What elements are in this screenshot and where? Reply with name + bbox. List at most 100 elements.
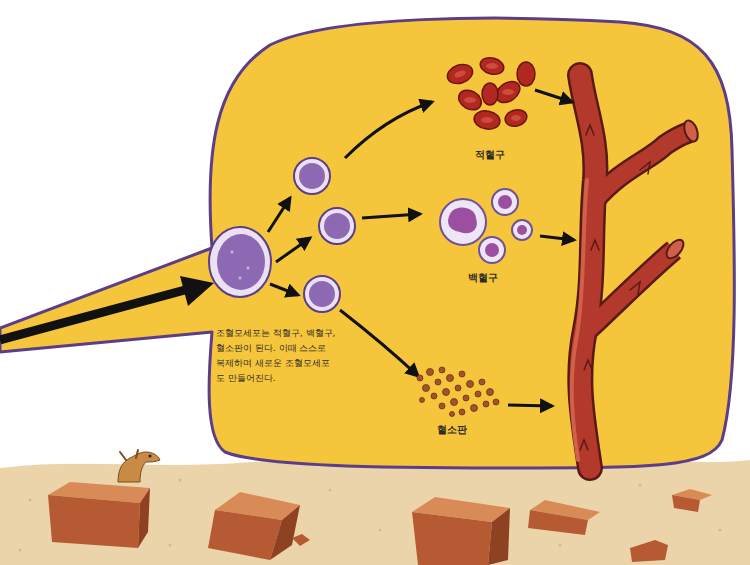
ground-part-part <box>179 479 182 482</box>
white-blood-cell-part <box>498 195 512 209</box>
cell-group: 혈소판 <box>404 362 500 436</box>
white-blood-cell-part <box>479 237 505 263</box>
brick-part <box>48 495 140 548</box>
platelet-part <box>451 399 458 406</box>
platelet-part <box>431 393 437 399</box>
brick-part <box>412 512 492 565</box>
platelet-part <box>443 389 450 396</box>
platelet-part <box>487 389 494 396</box>
speech-bubble: 조혈모세포는 적혈구, 백혈구, 혈소판이 된다. 이때 스스로 복제하며 새로… <box>0 0 750 475</box>
platelet-part <box>459 371 465 377</box>
red-blood-cell-part <box>455 86 485 114</box>
white-blood-cell-part <box>517 225 527 235</box>
speech-bubble-shape-part <box>0 290 185 340</box>
ground-part <box>19 479 722 552</box>
platelet <box>417 367 499 417</box>
cell-group: 적혈구 <box>442 55 538 161</box>
brick-part <box>208 510 282 560</box>
stem-cell-part <box>247 267 250 270</box>
platelet-part <box>475 391 481 397</box>
arrow-part <box>340 310 418 376</box>
progenitor-cell-part <box>324 213 350 239</box>
platelet-part <box>450 412 455 417</box>
arrow-part <box>276 238 310 262</box>
red-blood-cell-highlight-part <box>464 97 476 103</box>
red-blood-cell-part <box>482 83 498 105</box>
blood-vessel <box>572 75 701 468</box>
red-blood-cell-highlight-part <box>511 115 521 121</box>
stem-cell-part <box>217 234 265 290</box>
blood-vessel-part <box>682 119 701 144</box>
stem-cell-part <box>209 227 271 297</box>
speech-bubble-shape <box>0 18 734 468</box>
red-blood-cell-highlight-part <box>453 69 466 79</box>
cell-label: 백혈구 <box>468 271 498 284</box>
arrow-part <box>345 102 432 158</box>
platelet-part <box>463 395 469 401</box>
blood-vessel-part <box>663 237 686 262</box>
ground-part-part <box>719 529 722 532</box>
platelet-part <box>483 401 489 407</box>
ground-part-part <box>169 544 172 547</box>
platelet-part <box>427 369 434 376</box>
red-blood-cell-part <box>473 109 502 131</box>
arrow-part <box>540 236 574 240</box>
platelet-part <box>493 399 499 405</box>
platelet-part <box>435 379 441 385</box>
red-blood-cell-highlight-part <box>486 63 498 69</box>
white-blood-cell-part <box>448 208 477 234</box>
arrow-part <box>268 198 290 232</box>
ground-part-part <box>19 549 22 552</box>
brick-part <box>138 488 150 548</box>
stem-cell-part <box>239 277 242 280</box>
white-blood-cell-part <box>440 199 486 245</box>
ground-part-part <box>329 489 332 492</box>
progenitor-cell <box>294 158 355 312</box>
progenitor-cell-part <box>319 208 355 244</box>
cell-label: 적혈구 <box>475 148 505 161</box>
platelet-part <box>455 385 461 391</box>
brick-part <box>488 508 510 565</box>
white-blood-cell-part <box>492 189 518 215</box>
ground-part-part <box>559 544 562 547</box>
arrow-part <box>508 405 552 406</box>
progenitor-cell-part <box>294 158 330 194</box>
cell-group: 백혈구 <box>431 180 535 284</box>
note-text: 조혈모세포는 적혈구, 백혈구, 혈소판이 된다. 이때 스스로 복제하며 새로… <box>216 326 338 386</box>
arrow-part <box>270 284 298 295</box>
platelet-part <box>479 379 485 385</box>
platelet-part <box>439 367 445 373</box>
progenitor-cell-part <box>309 281 335 307</box>
brick <box>48 482 712 565</box>
arrow-part <box>362 214 420 218</box>
platelet-part <box>423 385 430 392</box>
ground-part-part <box>29 499 32 502</box>
blood-vessel-part <box>580 125 650 450</box>
platelet-part <box>447 375 454 382</box>
ground <box>0 460 750 565</box>
speech-bubble-shape-part <box>180 276 214 306</box>
blood-vessel-part <box>595 132 690 200</box>
platelet-part <box>471 405 478 412</box>
arrow-part <box>535 90 572 102</box>
platelet-part <box>417 375 423 381</box>
white-blood-cell-part <box>485 243 499 257</box>
platelet-part <box>420 398 425 403</box>
red-blood-cell-highlight-part <box>481 117 493 123</box>
red-blood-cell-part <box>517 62 535 86</box>
red-blood-cell-part <box>503 107 528 128</box>
brick-part <box>528 510 588 535</box>
brick-part <box>672 495 700 512</box>
brick-part <box>630 540 668 562</box>
progenitor-cell-part <box>304 276 340 312</box>
blood-vessel-part <box>595 132 690 200</box>
lizard-part <box>120 450 138 460</box>
white-blood-cell <box>440 189 532 263</box>
white-blood-cell-part <box>512 220 532 240</box>
blood-vessel-part <box>572 180 587 460</box>
speech-bubble-shape-part <box>0 18 734 468</box>
red-blood-cell-highlight-part <box>502 89 514 95</box>
lizard-part <box>149 455 152 458</box>
ground-part-part <box>639 484 642 487</box>
